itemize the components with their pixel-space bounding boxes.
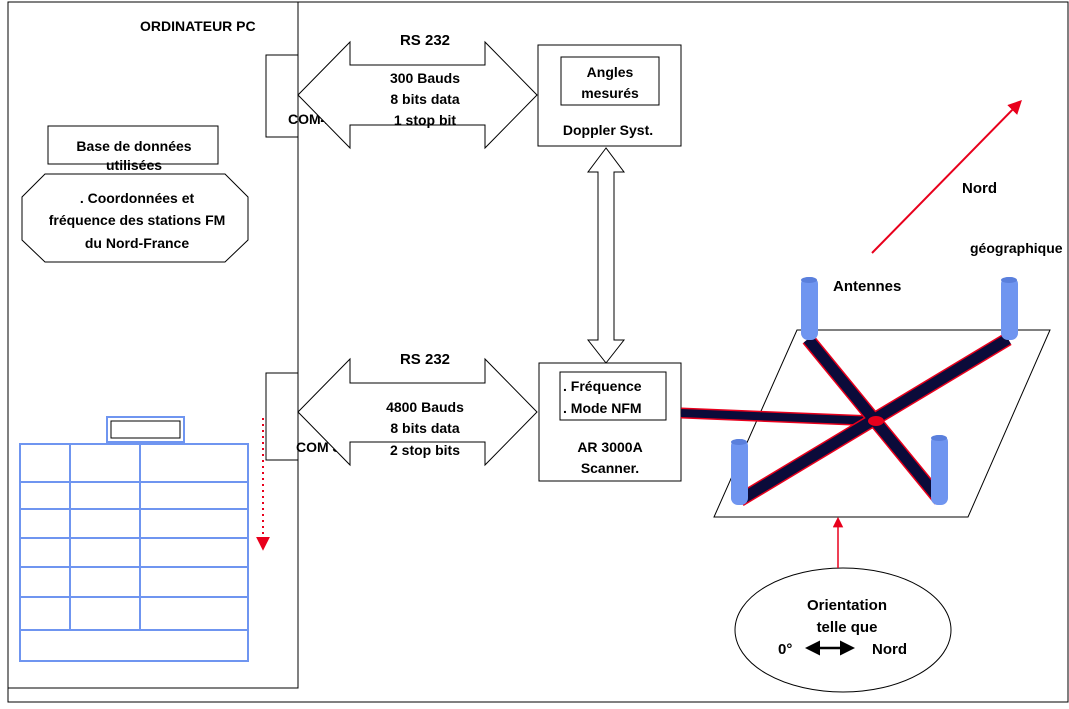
doppler-inner-line2: mesurés: [581, 85, 639, 101]
database-title-line1: Base de données: [76, 138, 191, 154]
rs232-top-protocol: RS 232: [400, 32, 450, 49]
database-content-octagon: [21, 173, 249, 263]
pc-title: ORDINATEUR PC: [140, 18, 256, 34]
rs232-top-line2: 8 bits data: [390, 91, 459, 107]
database-title-line2: utilisées: [106, 157, 162, 173]
scanner-label-line2: Scanner.: [581, 460, 639, 476]
scanner-feed-cable: [680, 409, 877, 425]
scanner-label-line1: AR 3000A: [577, 439, 642, 455]
antenna-center-hub: [868, 416, 884, 426]
antennas-label: Antennes: [833, 278, 901, 295]
rs232-bottom-double-arrow: [297, 357, 538, 467]
orientation-from: 0°: [778, 641, 792, 658]
pc-box: [7, 1, 299, 689]
rs232-top-double-arrow: [297, 40, 538, 150]
rs232-bottom-line1: 4800 Bauds: [386, 399, 464, 415]
vertical-double-arrow: [586, 147, 626, 364]
scanner-settings-box: [559, 371, 667, 421]
orientation-line1: Orientation: [807, 597, 887, 614]
orientation-line2: telle que: [817, 619, 878, 636]
database-desc-line2: fréquence des stations FM: [49, 212, 226, 228]
com3-port: [265, 372, 299, 461]
scanner-inner-line2: . Mode NFM: [563, 400, 642, 416]
rs232-top-line1: 300 Bauds: [390, 70, 460, 86]
doppler-label: Doppler Syst.: [563, 122, 653, 138]
doppler-inner-line1: Angles: [587, 64, 634, 80]
scanner-inner-line1: . Fréquence: [563, 378, 642, 394]
orientation-ellipse: [734, 567, 952, 693]
rs232-bottom-line3: 2 stop bits: [390, 442, 460, 458]
database-desc-line1: . Coordonnées et: [80, 190, 195, 206]
rs232-bottom-line2: 8 bits data: [390, 420, 459, 436]
database-box: [47, 125, 219, 165]
database-desc-line3: du Nord-France: [85, 235, 189, 251]
rs232-top-line3: 1 stop bit: [394, 112, 457, 128]
antenna-cylinders: [731, 277, 1018, 505]
com4-port: [265, 54, 299, 138]
rs232-bottom-protocol: RS 232: [400, 351, 450, 368]
doppler-angles-box: [560, 56, 660, 106]
north-arrow: [871, 100, 1022, 254]
north-label-line1: Nord: [962, 180, 997, 197]
north-label-line2: géographique: [970, 240, 1063, 256]
data-table-grid: [19, 416, 249, 662]
orientation-to: Nord: [872, 641, 907, 658]
